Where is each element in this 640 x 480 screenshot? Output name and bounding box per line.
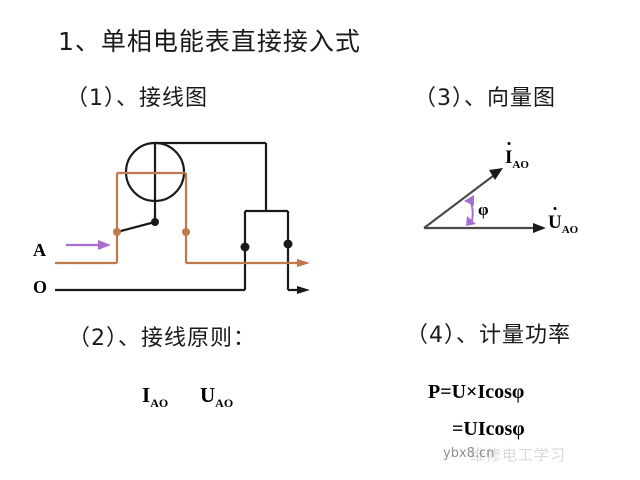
current-direction-arrowhead [98, 240, 111, 250]
junction-dot-terminal-1 [113, 228, 121, 236]
junction-dot-load-right [283, 239, 293, 249]
power-formula-line-1: P=U×Icosφ [428, 381, 525, 403]
terminal-label-line: A [33, 240, 46, 260]
watermark-domain: ybx8.cn [443, 446, 495, 461]
phase-angle-arrowhead-top [464, 195, 474, 206]
current-output-arrowhead [297, 259, 310, 267]
section-heading-wiring-diagram: （1）、接线图 [66, 86, 208, 111]
terminal-label-neutral: O [33, 277, 48, 297]
principle-voltage-subscript: AO [215, 396, 234, 411]
power-formula-line-2: =UIcosφ [452, 418, 525, 440]
principle-current-subscript: AO [150, 396, 169, 411]
voltage-wire-switch-blade [116, 220, 156, 234]
phase-angle-label: φ [478, 200, 489, 219]
phasor-current-arrowhead [489, 168, 503, 180]
phasor-voltage-subscript: AO [561, 223, 579, 236]
principle-symbol-current: IAO [142, 383, 168, 411]
junction-dot-meter [151, 218, 159, 226]
phasor-label-current: IAO [505, 147, 529, 171]
phase-angle-arrowhead-bottom [466, 216, 476, 226]
phasor-label-voltage: UAO [548, 212, 578, 236]
principle-current-letter: I [142, 383, 151, 407]
phasor-voltage-symbol: U [548, 212, 562, 233]
junction-dot-load-left [240, 242, 250, 252]
phasor-current-symbol: I [505, 147, 513, 168]
phasor-current-subscript: AO [512, 158, 529, 171]
phasor-voltage-arrowhead [533, 223, 546, 233]
watermark-site-branding: 维修电工学习 [470, 446, 567, 464]
section-heading-power: （4）、计量功率 [406, 323, 571, 348]
section-heading-wiring-principle: （2）、接线原则： [68, 326, 256, 351]
phasor-current-axis [423, 172, 498, 229]
principle-symbol-voltage: UAO [200, 383, 233, 411]
principle-voltage-letter: U [200, 383, 216, 407]
section-heading-vector-diagram: （3）、向量图 [414, 86, 556, 111]
page-title: 1、单相电能表直接接入式 [58, 27, 361, 56]
neutral-output-arrowhead [297, 286, 310, 294]
junction-dot-terminal-2 [182, 228, 190, 236]
